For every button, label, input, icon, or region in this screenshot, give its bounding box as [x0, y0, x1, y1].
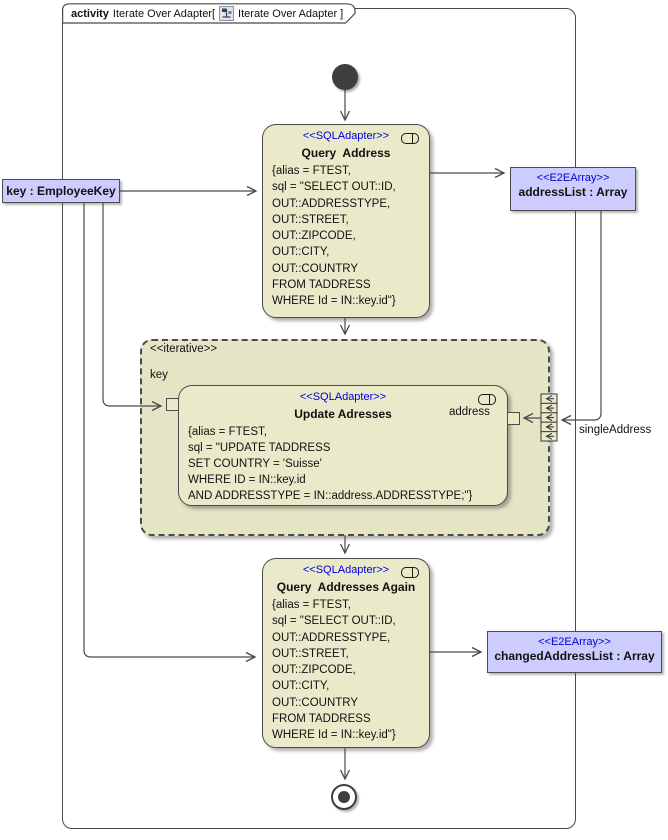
key-input-pin[interactable]	[166, 398, 179, 411]
update-adresses-title: Update Adresses	[294, 407, 392, 421]
frame-tab-label: activity Iterate Over Adapter[ Iterate O…	[62, 4, 343, 23]
adapter-icon	[478, 394, 496, 405]
iterative-stereotype: <<iterative>>	[150, 343, 218, 355]
param-addresslist[interactable]: <<E2EArray>> addressList : Array	[510, 167, 636, 211]
single-address-label: singleAddress	[579, 424, 652, 436]
query-address-node[interactable]: <<SQLAdapter>> Query Address {alias = FT…	[262, 124, 430, 318]
query-again-sql: {alias = FTEST, sql = "SELECT OUT::ID, O…	[272, 599, 396, 742]
query-address-stereotype: <<SQLAdapter>>	[302, 130, 390, 142]
changedaddresslist-label: changedAddressList : Array	[494, 649, 655, 663]
address-pin-label: address	[449, 406, 490, 418]
address-input-pin[interactable]	[507, 412, 520, 425]
query-again-stereotype: <<SQLAdapter>>	[302, 564, 390, 576]
param-key-label: key : EmployeeKey	[6, 183, 116, 198]
activity-diagram-icon	[219, 6, 235, 21]
query-address-title: Query Address	[301, 146, 391, 160]
activity-final-dot	[338, 791, 350, 803]
param-key-employeekey[interactable]: key : EmployeeKey	[2, 179, 120, 203]
query-addresses-again-node[interactable]: <<SQLAdapter>> Query Addresses Again {al…	[262, 558, 430, 748]
addresslist-stereotype: <<E2EArray>>	[536, 172, 610, 184]
initial-node[interactable]	[332, 64, 358, 90]
frame-title-open: Iterate Over Adapter[	[112, 7, 216, 20]
adapter-icon	[401, 133, 419, 144]
update-adresses-sql: {alias = FTEST, sql = "UPDATE TADDRESS S…	[188, 426, 473, 502]
adapter-icon	[401, 567, 419, 578]
update-adresses-stereotype: <<SQLAdapter>>	[299, 391, 387, 403]
query-address-sql: {alias = FTEST, sql = "SELECT OUT::ID, O…	[272, 165, 396, 308]
frame-title-ref: Iterate Over Adapter ]	[238, 7, 344, 20]
param-changedaddresslist[interactable]: <<E2EArray>> changedAddressList : Array	[487, 631, 662, 673]
query-again-title: Query Addresses Again	[276, 580, 416, 594]
update-adresses-node[interactable]: <<SQLAdapter>> Update Adresses {alias = …	[178, 385, 508, 506]
activity-final-node[interactable]	[331, 784, 357, 810]
changedaddresslist-stereotype: <<E2EArray>>	[538, 636, 611, 648]
frame-keyword: activity	[71, 7, 109, 20]
key-pin-label: key	[150, 369, 168, 381]
addresslist-label: addressList : Array	[518, 185, 628, 199]
